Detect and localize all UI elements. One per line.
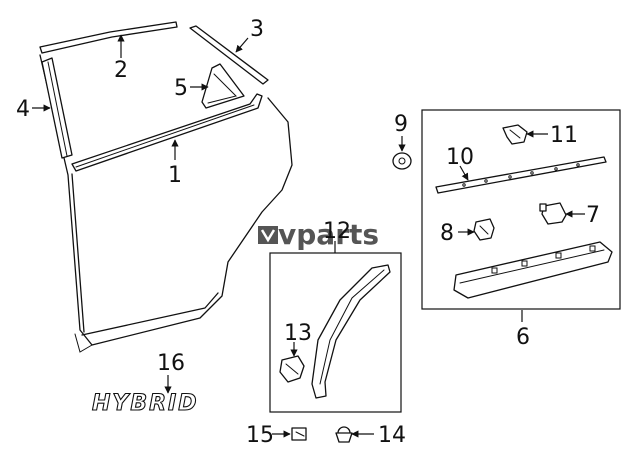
part-8-clip[interactable] [473, 218, 495, 241]
callout-12: 12 [323, 219, 351, 244]
part-14-push-clip[interactable] [335, 426, 353, 443]
callout-11: 11 [550, 123, 578, 148]
part-9-cap[interactable] [392, 152, 412, 170]
watermark-text: vparts [278, 218, 379, 251]
callout-8: 8 [440, 221, 454, 246]
callout-13: 13 [284, 321, 312, 346]
callout-14: 14 [378, 423, 406, 448]
part-15-clip[interactable] [291, 427, 307, 441]
callout-1: 1 [168, 163, 182, 188]
part-10-molding-strip[interactable] [435, 156, 607, 194]
callout-7: 7 [586, 203, 600, 228]
callout-9: 9 [394, 112, 408, 137]
callout-15: 15 [246, 423, 274, 448]
callout-5: 5 [174, 76, 188, 101]
part-2-roof-molding[interactable] [39, 21, 178, 54]
callout-6: 6 [516, 325, 530, 350]
part-12-fender-molding[interactable] [311, 264, 391, 399]
part-6-rocker-molding[interactable] [453, 241, 613, 299]
callout-16: 16 [157, 351, 185, 376]
callout-numbers: 2 3 4 5 1 9 11 10 7 8 6 12 13 16 15 14 [16, 17, 600, 448]
part-5-corner-cover[interactable] [201, 63, 245, 109]
callout-3: 3 [250, 17, 264, 42]
part-6-assembly-box [421, 109, 621, 310]
part-16-hybrid-emblem[interactable]: HYBRID [91, 390, 199, 416]
part-3-window-molding[interactable] [189, 25, 269, 85]
watermark-logo: vparts [258, 218, 379, 251]
callout-10: 10 [446, 145, 474, 170]
callout-2: 2 [114, 58, 128, 83]
part-13-clip[interactable] [279, 355, 305, 383]
part-7-clip[interactable] [539, 202, 567, 225]
part-11-clip[interactable] [502, 124, 528, 145]
part-4-pillar-garnish[interactable] [41, 57, 73, 159]
door-panel-outline [39, 54, 293, 353]
callout-4: 4 [16, 97, 30, 122]
leader-lines [32, 34, 585, 438]
part-1-belt-molding[interactable] [71, 93, 263, 172]
